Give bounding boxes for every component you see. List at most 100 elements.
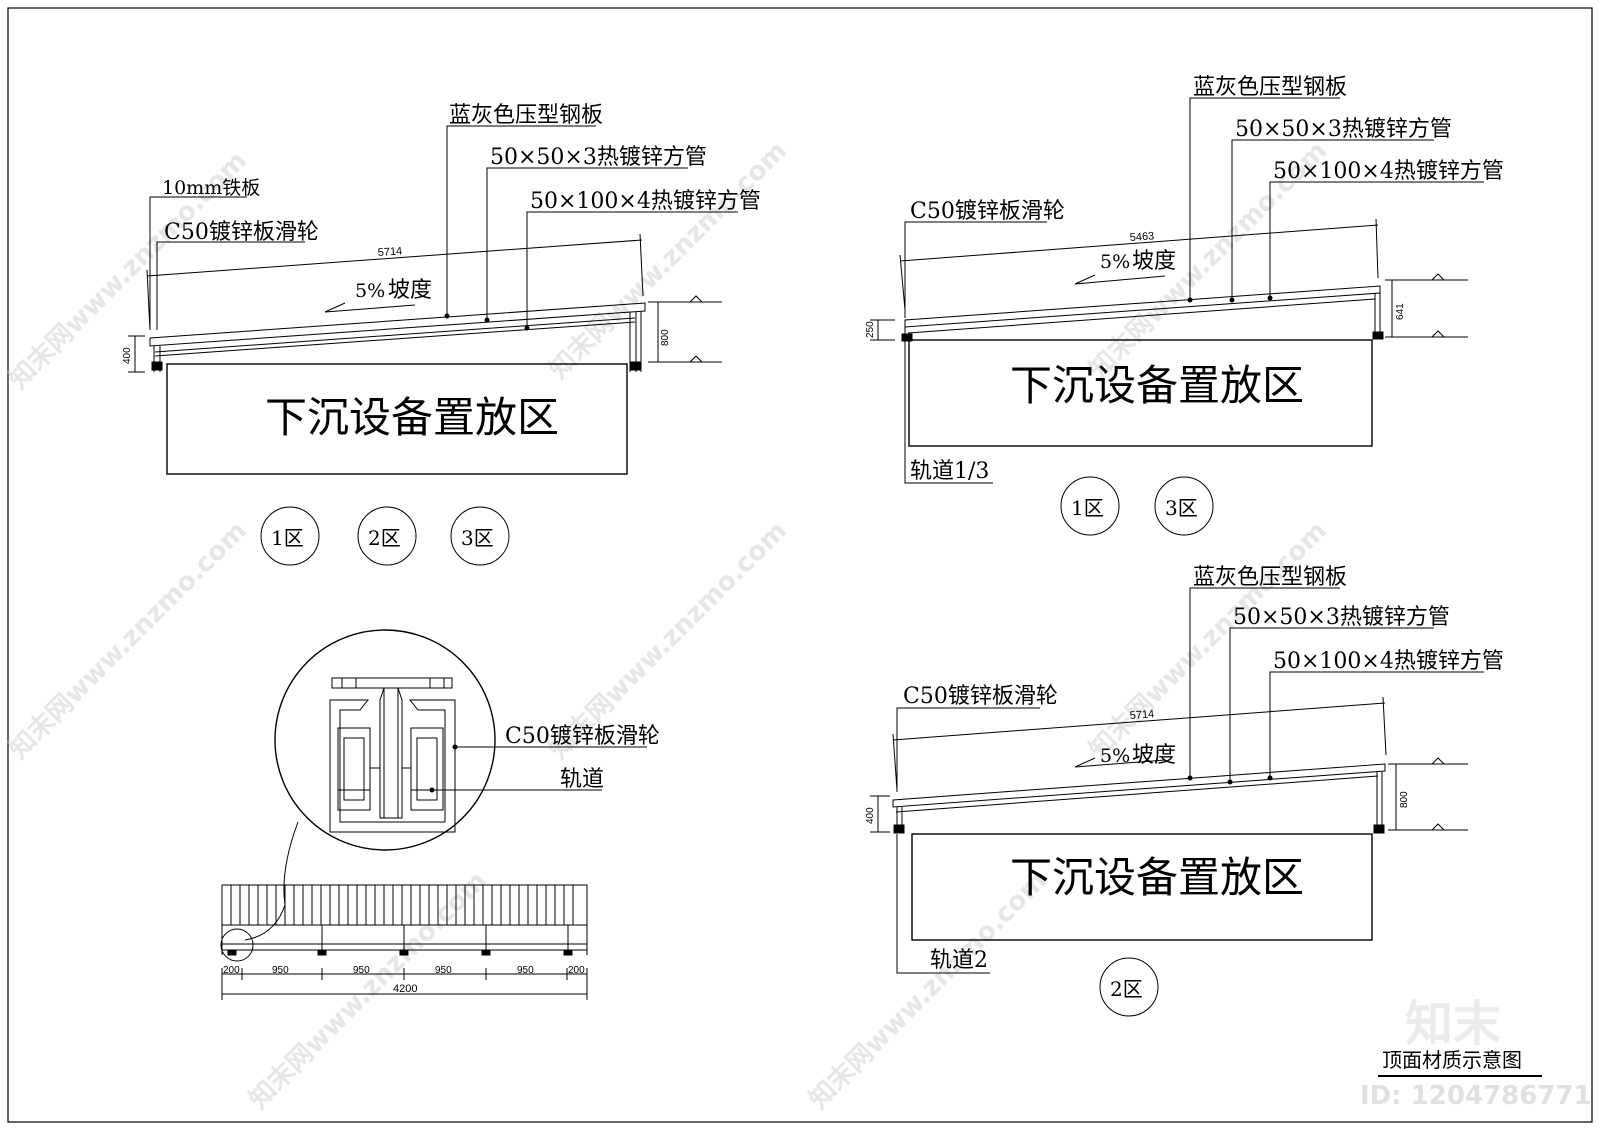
length-label-b: 5463 <box>1129 230 1154 244</box>
leader-plate-a <box>149 196 247 330</box>
id-label: ID: 1204786771 <box>1360 1081 1592 1111</box>
leader-rail-c <box>896 834 990 974</box>
pit-label-c: 下沉设备置放区 <box>1010 853 1304 902</box>
label-pulley-b: C50镀锌板滑轮 <box>910 199 1065 224</box>
slope-pct-a: 5% <box>355 280 385 302</box>
section-b <box>870 97 1484 536</box>
detail-text: C50镀锌板滑轮 轨道 200 950 950 950 950 200 4200 <box>223 724 660 995</box>
label-plate-a: 10mm铁板 <box>162 177 260 199</box>
label-tube-small-b: 50×50×3热镀锌方管 <box>1235 117 1452 142</box>
label-tube-small-a: 50×50×3热镀锌方管 <box>490 145 707 170</box>
leader-tube-large-a <box>526 211 738 328</box>
section-b-text: C50镀锌板滑轮 蓝灰色压型钢板 50×50×3热镀锌方管 50×100×4热镀… <box>865 75 1504 520</box>
roof-underline-a <box>154 317 636 353</box>
label-pulley-a: C50镀锌板滑轮 <box>164 220 319 245</box>
detail-circle <box>274 629 496 851</box>
leader-sheet-a <box>446 125 596 316</box>
leader-sheet-b <box>1189 97 1340 300</box>
label-tube-large-a: 50×100×4热镀锌方管 <box>530 189 761 214</box>
label-tube-large-b: 50×100×4热镀锌方管 <box>1273 159 1504 184</box>
leader-tube-small-b <box>1231 139 1434 300</box>
watermark-7: 知末网www.znzmo.com <box>244 866 493 1115</box>
label-rail-c: 轨道2 <box>930 948 988 973</box>
h-left-c: 400 <box>865 807 876 824</box>
zone-circle-b1 <box>1060 476 1120 536</box>
detail-dim-6: 200 <box>568 965 585 976</box>
detail-dim-2: 950 <box>272 965 289 976</box>
sheet-border <box>7 7 1593 1123</box>
roof-slab-a <box>149 302 646 347</box>
pit-label-a: 下沉设备置放区 <box>265 393 559 442</box>
leader-rail-b <box>904 340 993 484</box>
pit-label-b: 下沉设备置放区 <box>1010 361 1304 410</box>
watermark-2: 知末网www.znzmo.com <box>544 136 793 385</box>
length-dim-b <box>899 224 1379 262</box>
slope-arrow-c <box>1074 759 1166 768</box>
frame-slats <box>230 885 574 925</box>
detail-dim-5: 950 <box>517 965 534 976</box>
section-a-text: 10mm铁板 C50镀锌板滑轮 蓝灰色压型钢板 50×50×3热镀锌方管 50×… <box>122 103 761 550</box>
zone-a3: 3区 <box>461 526 494 550</box>
h-left-b: 250 <box>865 321 876 338</box>
zone-a2: 2区 <box>368 526 401 550</box>
slope-arrow-a <box>324 304 416 313</box>
h-right-c: 800 <box>1399 791 1410 808</box>
watermark-layer: 知末网www.znzmo.com 知末网www.znzmo.com 知末网www… <box>4 136 1333 1115</box>
zone-circle-c2 <box>1099 957 1159 1017</box>
label-pulley-detail: C50镀锌板滑轮 <box>505 724 660 749</box>
detail-dim-1: 200 <box>223 965 240 976</box>
roof-slab-c <box>892 763 1386 808</box>
slope-pct-b: 5% <box>1100 251 1130 273</box>
label-tube-large-c: 50×100×4热镀锌方管 <box>1273 649 1504 674</box>
slope-word-b: 坡度 <box>1132 249 1176 274</box>
zone-circle-a2 <box>357 506 417 566</box>
zone-circle-b3 <box>1154 476 1214 536</box>
slope-word-a: 坡度 <box>388 278 432 303</box>
zone-circle-a3 <box>450 506 510 566</box>
zone-c2: 2区 <box>1110 977 1143 1001</box>
leader-pulley-c <box>896 707 1040 792</box>
pit-box-c <box>911 833 1373 941</box>
zone-a1: 1区 <box>271 526 304 550</box>
label-sheet-a: 蓝灰色压型钢板 <box>449 103 603 128</box>
length-label-a: 5714 <box>377 245 402 259</box>
logo-text: 知末 <box>1405 996 1501 1052</box>
leader-tube-small-a <box>486 167 688 320</box>
length-label-c: 5714 <box>1129 708 1154 722</box>
leader-pulley-b <box>904 221 1047 318</box>
zone-b3: 3区 <box>1165 496 1198 520</box>
label-tube-small-c: 50×50×3热镀锌方管 <box>1233 605 1450 630</box>
slope-word-c: 坡度 <box>1132 743 1176 768</box>
slope-pct-c: 5% <box>1100 745 1130 767</box>
watermark-6: 知末网www.znzmo.com <box>1084 516 1333 765</box>
detail-dim-4: 950 <box>435 965 452 976</box>
length-dim-c <box>892 702 1386 741</box>
watermark-8: 知末网www.znzmo.com <box>804 866 1053 1115</box>
frame-top <box>221 884 588 926</box>
drawing-title: 顶面材质示意图 <box>1382 1048 1522 1072</box>
slope-arrow-b <box>1074 275 1166 285</box>
leader-tube-small-c <box>1229 627 1434 782</box>
detail-total: 4200 <box>393 983 417 995</box>
label-rail-b: 轨道1/3 <box>910 459 989 484</box>
leader-tube-large-b <box>1269 181 1484 298</box>
label-sheet-b: 蓝灰色压型钢板 <box>1193 75 1347 100</box>
zone-circle-a1 <box>260 506 320 566</box>
label-pulley-c: C50镀锌板滑轮 <box>903 684 1058 709</box>
section-c <box>870 587 1484 1017</box>
pit-box-b <box>908 339 1373 447</box>
detail-callout-circle <box>220 928 254 962</box>
leader-sheet-c <box>1189 587 1340 778</box>
leader-tube-large-c <box>1269 671 1484 778</box>
h-right-a: 800 <box>660 329 671 346</box>
label-rail-detail: 轨道 <box>560 767 604 792</box>
section-a <box>128 125 738 566</box>
label-sheet-c: 蓝灰色压型钢板 <box>1193 565 1347 590</box>
detail <box>220 629 647 1000</box>
length-dim-a <box>146 239 643 277</box>
h-right-b: 641 <box>1395 303 1406 320</box>
pit-box-a <box>166 363 628 475</box>
detail-dim-3: 950 <box>353 965 370 976</box>
leader-pulley-a <box>156 241 305 330</box>
